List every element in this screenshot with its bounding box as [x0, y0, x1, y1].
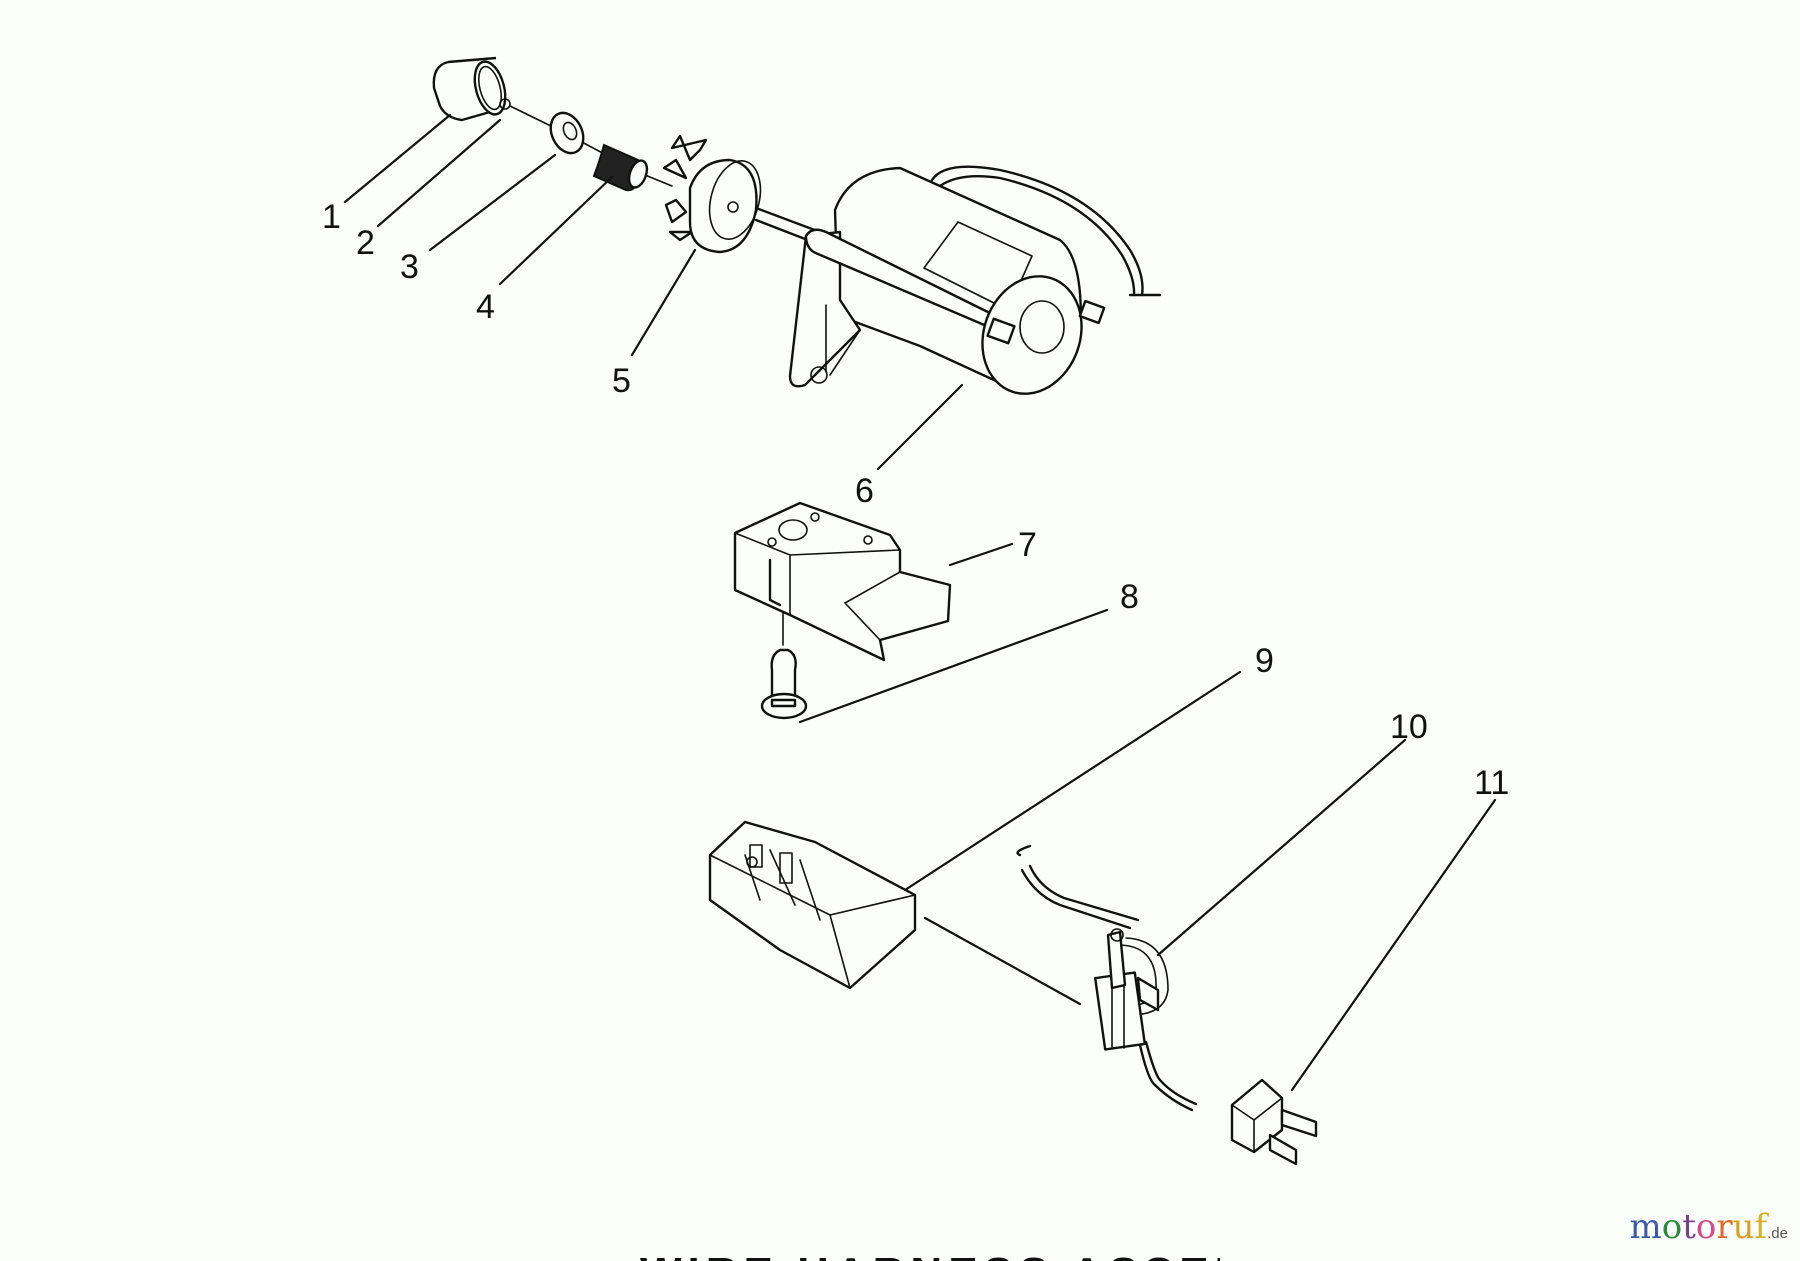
watermark-letter: o: [1695, 1207, 1717, 1247]
part-5-gear: [662, 134, 822, 254]
watermark-letter: r: [1716, 1207, 1733, 1247]
bottom-title-clipped: WIRE HARNESS ASSEMBLY: [640, 1252, 1220, 1261]
callout-6: 6: [855, 472, 874, 510]
part-10-switch: [1016, 844, 1198, 1112]
callout-8: 8: [1120, 578, 1139, 616]
part-6-motor: [788, 165, 1162, 395]
leader-8: [798, 608, 1109, 724]
watermark-letter: f: [1754, 1207, 1768, 1247]
leader-7: [948, 542, 1014, 567]
callout-7: 7: [1018, 526, 1037, 564]
part-11-plug: [1230, 1078, 1318, 1166]
watermark-tld: .de: [1767, 1225, 1788, 1242]
part-1-cap: [432, 56, 511, 122]
part-8-screw: [760, 611, 808, 720]
part-3-washer: [549, 111, 585, 155]
leader-1: [343, 113, 452, 204]
watermark-letter: o: [1661, 1207, 1683, 1247]
callout-1: 1: [322, 198, 341, 236]
watermark-letter: m: [1629, 1207, 1662, 1247]
callout-5: 5: [612, 362, 631, 400]
leader-lines: [343, 113, 1497, 1092]
leader-4: [498, 175, 614, 286]
watermark-letter: u: [1732, 1207, 1755, 1247]
leader-9: [903, 670, 1242, 892]
leader-6: [876, 383, 964, 471]
leader-3: [428, 153, 557, 252]
part-7-cover: [733, 501, 952, 662]
watermark-logo: motoruf.de: [1629, 1207, 1788, 1247]
leader-9-axis: [923, 916, 1082, 1006]
callout-10: 10: [1390, 708, 1428, 746]
callout-2: 2: [356, 224, 375, 262]
leader-11: [1290, 798, 1497, 1092]
leader-2: [376, 118, 502, 228]
leader-10: [1156, 738, 1407, 957]
watermark-letter: t: [1682, 1207, 1696, 1247]
part-4-spring: [592, 143, 649, 192]
callout-3: 3: [400, 248, 419, 286]
assembly-axis-1: [509, 105, 554, 128]
bottom-title-text: WIRE HARNESS ASSEMBLY: [640, 1252, 1220, 1261]
callout-4: 4: [476, 288, 495, 326]
callout-9: 9: [1255, 642, 1274, 680]
leader-5: [630, 248, 697, 357]
assembly-axis-3: [644, 174, 673, 187]
part-9-switch-box: [708, 820, 917, 990]
callout-11: 11: [1474, 764, 1509, 802]
